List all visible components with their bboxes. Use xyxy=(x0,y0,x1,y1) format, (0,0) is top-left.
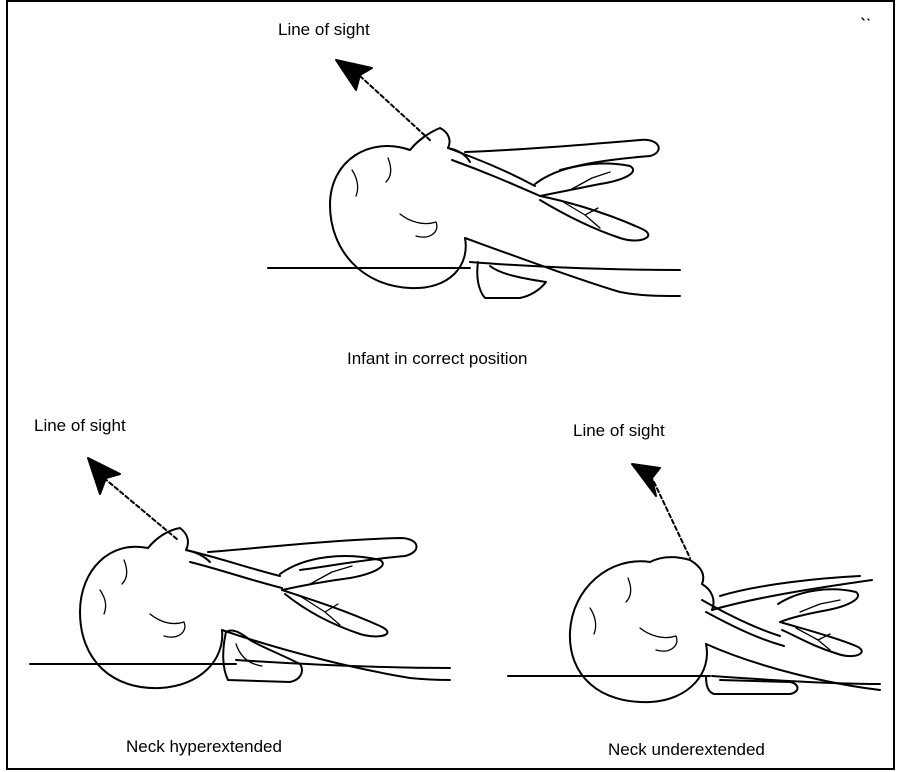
top-sight-arrowhead xyxy=(336,60,372,90)
top-lung-upper xyxy=(535,164,633,196)
left-face xyxy=(148,528,210,562)
top-airway xyxy=(448,148,540,196)
right-head xyxy=(570,561,707,702)
left-shoulder-roll xyxy=(223,630,302,682)
top-infant-illustration xyxy=(268,60,680,298)
right-airway xyxy=(702,600,784,646)
top-head xyxy=(330,146,466,288)
left-body-lower xyxy=(222,630,450,680)
left-lung-lower xyxy=(282,590,387,636)
right-lung-upper xyxy=(778,589,858,622)
right-infant-illustration xyxy=(508,464,880,702)
top-face xyxy=(410,128,470,162)
right-sight-line xyxy=(654,482,690,558)
right-sight-arrowhead xyxy=(632,464,660,496)
scan-speck xyxy=(862,18,869,20)
top-shoulder-roll xyxy=(477,262,546,298)
left-head xyxy=(80,547,222,688)
left-infant-illustration xyxy=(30,458,450,688)
left-sight-line xyxy=(104,478,178,540)
top-lung-lower xyxy=(540,196,648,241)
top-sight-line xyxy=(360,76,432,142)
